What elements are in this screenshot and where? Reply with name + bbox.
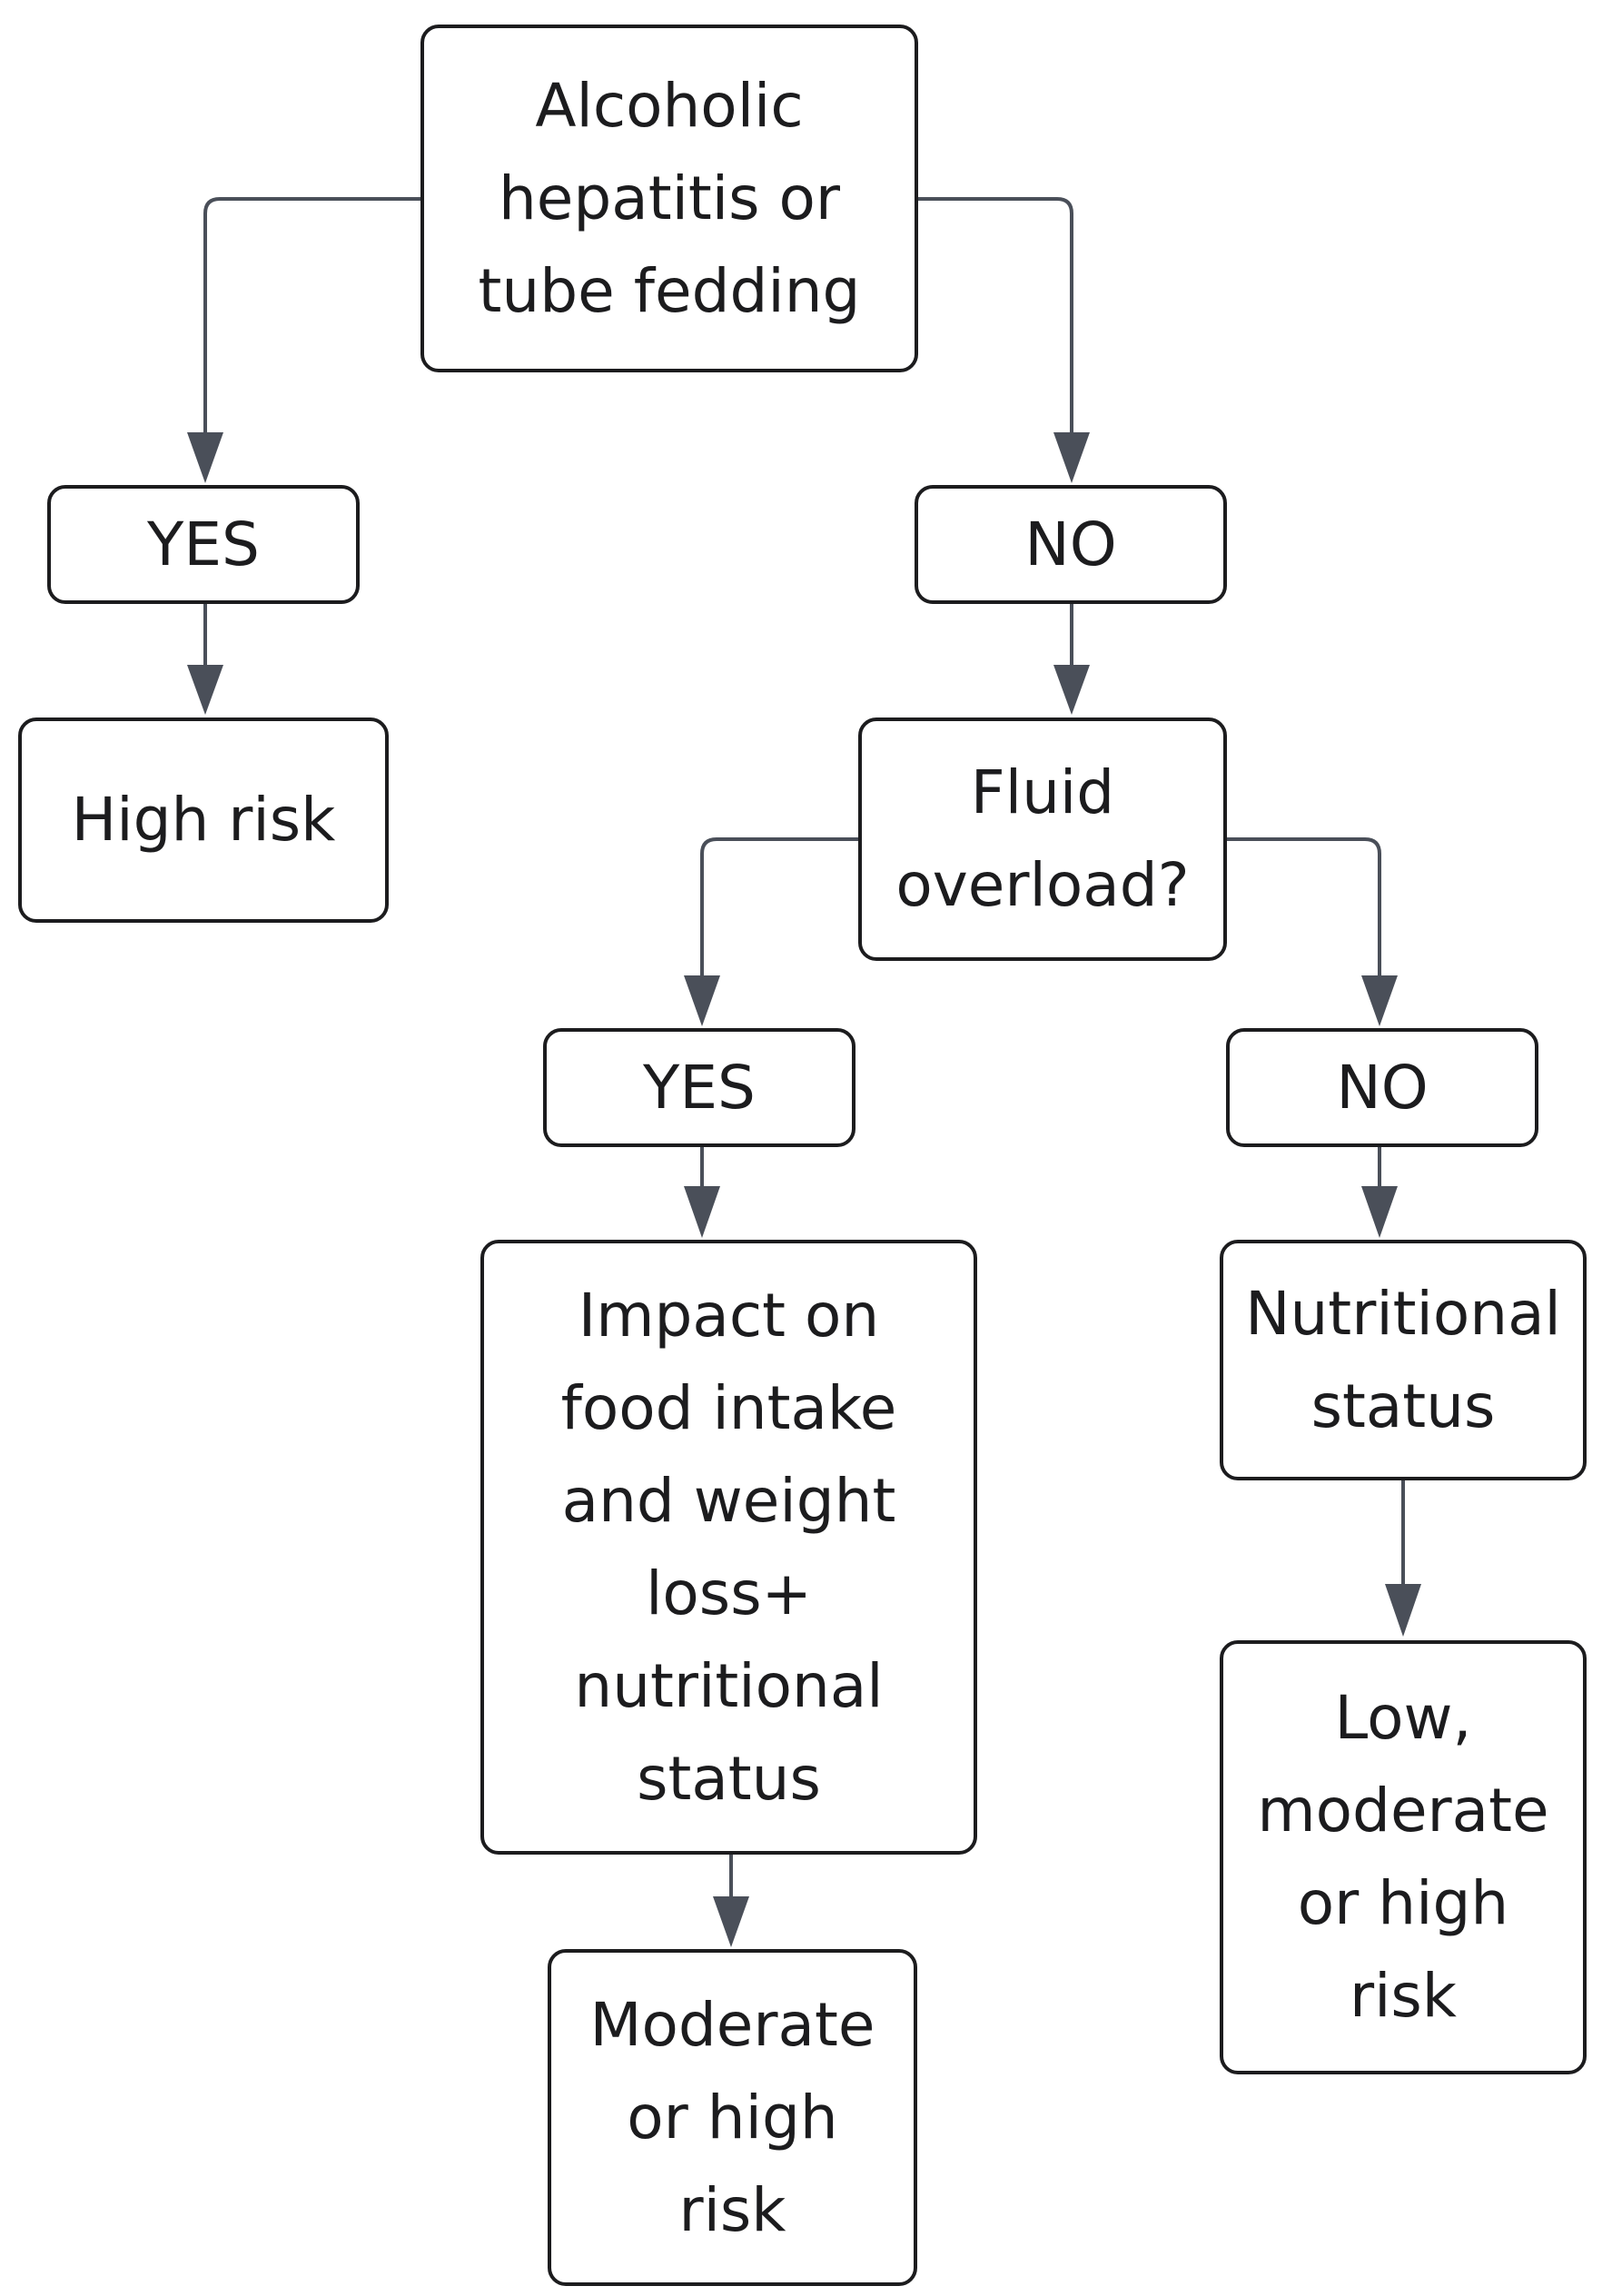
node-alcoholic-hepatitis: Alcoholic hepatitis or tube fedding — [420, 25, 918, 372]
node-high-risk-label: High risk — [71, 785, 336, 855]
node-moderate-or-high-risk: Moderate or high risk — [548, 1949, 917, 2286]
connector-root-to-yes — [203, 197, 420, 434]
node-low-moderate-or-high-risk: Low, moderate or high risk — [1220, 1640, 1587, 2074]
node-no-right-label: NO — [1024, 509, 1117, 579]
node-yes-left-label: YES — [147, 509, 260, 579]
arrowhead-root-to-no — [1053, 432, 1090, 483]
node-impact-on-food-intake-label: Impact on food intake and weight loss+ n… — [560, 1280, 897, 1814]
arrowhead-fluid-to-yes — [684, 975, 720, 1026]
arrowhead-yes-to-impact — [684, 1186, 720, 1238]
connector-root-to-no — [918, 197, 1073, 434]
node-fluid-overload-label: Fluid overload? — [895, 757, 1190, 920]
node-impact-on-food-intake: Impact on food intake and weight loss+ n… — [480, 1240, 977, 1855]
node-nutritional-status-label: Nutritional status — [1245, 1278, 1561, 1441]
node-fluid-overload: Fluid overload? — [858, 718, 1227, 961]
arrowhead-fluid-to-no — [1361, 975, 1398, 1026]
node-no-right: NO — [915, 485, 1227, 604]
node-alcoholic-hepatitis-label: Alcoholic hepatitis or tube fedding — [478, 70, 861, 326]
arrowhead-impact-to-moderate — [713, 1896, 749, 1947]
arrowhead-root-to-yes — [187, 432, 223, 483]
connector-fluid-to-no — [1227, 837, 1381, 977]
connector-fluid-to-yes — [700, 837, 858, 977]
node-no-fluid: NO — [1226, 1028, 1538, 1147]
arrowhead-no-to-fluid — [1053, 665, 1090, 715]
node-yes-fluid-label: YES — [643, 1052, 756, 1123]
node-nutritional-status: Nutritional status — [1220, 1240, 1587, 1480]
node-high-risk: High risk — [18, 718, 389, 923]
arrowhead-nutritional-to-low — [1385, 1584, 1421, 1637]
node-moderate-or-high-risk-label: Moderate or high risk — [589, 1989, 875, 2245]
node-yes-left: YES — [47, 485, 360, 604]
arrowhead-no-to-nutritional — [1361, 1186, 1398, 1238]
node-no-fluid-label: NO — [1336, 1052, 1429, 1123]
arrowhead-yes-to-high-risk — [187, 665, 223, 715]
node-low-moderate-or-high-risk-label: Low, moderate or high risk — [1257, 1683, 1549, 2031]
node-yes-fluid: YES — [543, 1028, 855, 1147]
